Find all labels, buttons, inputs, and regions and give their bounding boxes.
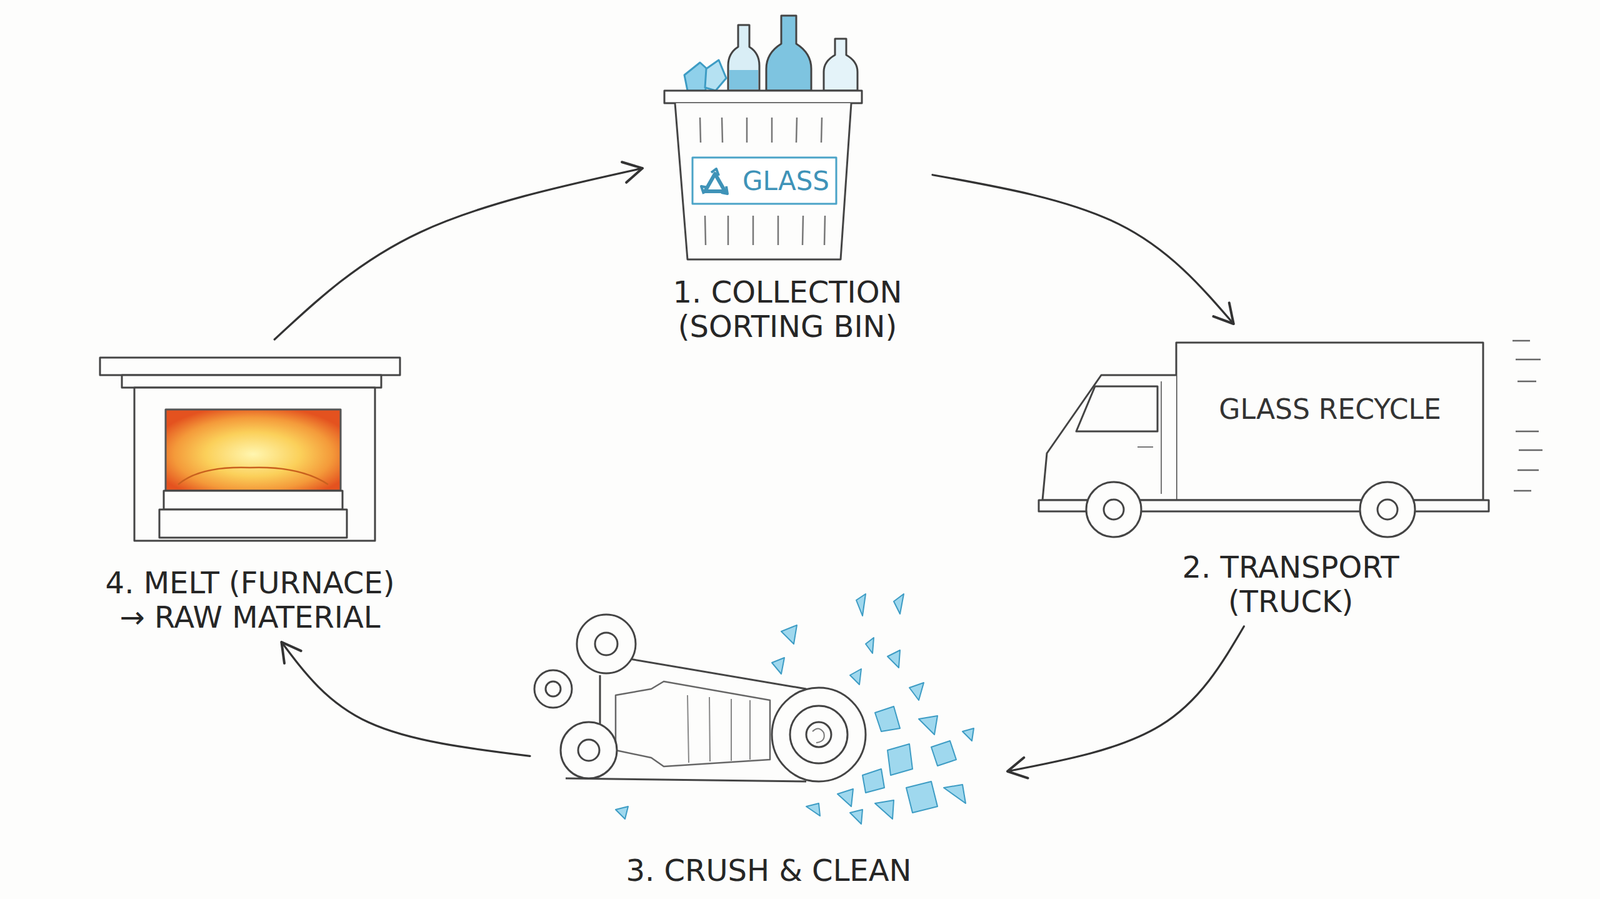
furnace-top xyxy=(100,357,400,375)
bottle xyxy=(728,25,760,91)
drum-spiral xyxy=(812,728,825,743)
step-label: 4. MELT (FURNACE) → RAW MATERIAL xyxy=(93,565,407,635)
furnace xyxy=(100,357,400,541)
shard xyxy=(918,715,938,735)
bin-rim xyxy=(664,90,862,104)
bottle xyxy=(766,15,812,91)
roller xyxy=(560,721,617,779)
roller xyxy=(534,670,572,708)
shard xyxy=(865,637,874,654)
roller-hub xyxy=(545,681,561,697)
shard xyxy=(837,788,854,807)
truck-cab xyxy=(1042,375,1177,500)
shard xyxy=(850,809,863,824)
drum-ring xyxy=(790,705,848,764)
process-step: 2. TRANSPORT (TRUCK) xyxy=(1031,331,1550,619)
shard xyxy=(862,768,885,793)
cycle-arrow xyxy=(274,168,643,340)
furnace-fire xyxy=(165,409,341,491)
glass-chunk xyxy=(705,60,727,91)
truck-door xyxy=(1137,381,1162,494)
process-step: 3. CRUSH & CLEAN xyxy=(537,581,1000,888)
shard xyxy=(615,806,629,819)
cycle-arrow xyxy=(932,175,1234,324)
furnace-sill xyxy=(163,490,343,510)
truck-wheel xyxy=(1086,481,1142,537)
shard xyxy=(906,781,938,813)
truck-window xyxy=(1076,386,1158,432)
truck-box xyxy=(1176,342,1484,500)
speed-lines xyxy=(1512,340,1543,491)
cycle-arrow xyxy=(1007,626,1244,772)
shard xyxy=(806,803,820,816)
shard xyxy=(781,625,797,644)
shard xyxy=(931,740,957,766)
shard xyxy=(875,706,900,732)
molten-glass xyxy=(178,467,329,485)
shard xyxy=(887,743,913,775)
drum-hub xyxy=(806,721,832,747)
truck-wheel xyxy=(1360,481,1415,537)
shard xyxy=(887,650,900,668)
roller-hub xyxy=(578,739,600,761)
bottle-fill xyxy=(729,70,759,90)
shard xyxy=(875,800,894,819)
step-label: 1. COLLECTION (SORTING BIN) xyxy=(656,275,919,344)
roller-hub xyxy=(595,632,618,655)
roller xyxy=(576,614,636,674)
glass-shards xyxy=(615,593,974,824)
shard xyxy=(771,657,785,674)
truck-hub xyxy=(1103,499,1124,520)
furnace-body xyxy=(134,387,375,541)
bottle-ribs xyxy=(687,695,750,763)
crushing-drum xyxy=(771,687,866,782)
furnace-lintel xyxy=(121,375,382,388)
shard xyxy=(909,682,924,700)
step-label: 3. CRUSH & CLEAN xyxy=(550,853,988,888)
bin-body xyxy=(675,103,852,260)
sorting-bin xyxy=(664,15,862,260)
bottle xyxy=(823,38,858,91)
truck-hub xyxy=(1377,499,1398,520)
step-label: 2. TRANSPORT (TRUCK) xyxy=(1159,550,1422,619)
furnace-base xyxy=(159,509,347,538)
sign-text: GLASS RECYCLE xyxy=(1218,395,1441,424)
recycling-truck xyxy=(1038,340,1543,537)
shard xyxy=(943,784,966,804)
sign-text: GLASS xyxy=(742,168,830,195)
shard xyxy=(962,728,974,741)
shard xyxy=(856,593,866,616)
cycle-arrow xyxy=(281,641,530,756)
process-step: 4. MELT (FURNACE) → RAW MATERIAL xyxy=(75,346,425,635)
glass-crusher xyxy=(534,614,866,782)
shard xyxy=(850,668,862,685)
recycle-symbol xyxy=(705,173,725,192)
shard xyxy=(893,593,904,614)
crushed-bottle xyxy=(615,681,770,767)
bin-label-plate xyxy=(692,157,837,204)
recycle-arrowheads xyxy=(701,168,728,194)
